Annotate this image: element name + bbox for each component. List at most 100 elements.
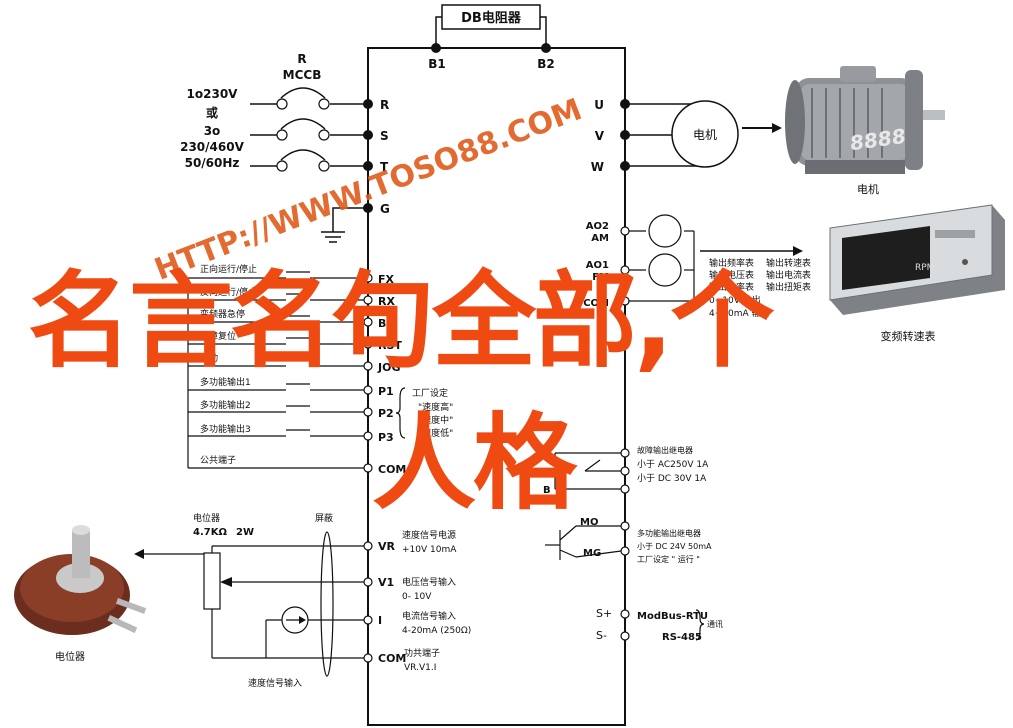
svg-text:输出电压表: 输出电压表 <box>709 269 754 281</box>
svg-text:RS-485: RS-485 <box>662 632 702 643</box>
svg-text:0- 10V: 0- 10V <box>402 592 432 602</box>
meter-fm <box>648 253 682 287</box>
svg-text:多功能输出1: 多功能输出1 <box>200 376 251 388</box>
motor-circle-label: 电机 <box>693 128 717 142</box>
svg-text:BX: BX <box>378 317 395 330</box>
svg-text:3o: 3o <box>204 124 221 138</box>
analog-input-terminals: VR V1 I COM <box>378 540 406 665</box>
motor-label: 电机 <box>857 182 879 196</box>
svg-text:VR: VR <box>378 540 396 553</box>
svg-text:P3: P3 <box>378 431 394 444</box>
svg-text:50/60Hz: 50/60Hz <box>185 156 240 170</box>
db-title: DB电阻器 <box>461 10 522 26</box>
svg-text:小于 DC 30V 1A: 小于 DC 30V 1A <box>637 473 707 484</box>
pot-labels: 电位器 4.7KΩ 2W 屏蔽 速度信号输入 <box>193 512 333 689</box>
terminal-r: R <box>380 98 389 112</box>
svg-text:输出频率表: 输出频率表 <box>709 257 754 269</box>
svg-text:VR.V1.I: VR.V1.I <box>404 663 436 673</box>
svg-text:电压信号输入: 电压信号输入 <box>402 576 456 588</box>
svg-text:故障输出继电器: 故障输出继电器 <box>637 445 693 455</box>
svg-text:A: A <box>543 449 551 460</box>
meter-label: 变频转速表 <box>881 329 936 343</box>
svg-text:通讯: 通讯 <box>707 619 723 629</box>
potentiometer-image <box>14 525 147 635</box>
svg-text:输出扭矩表: 输出扭矩表 <box>766 281 811 293</box>
svg-text:公共端子: 公共端子 <box>200 454 236 466</box>
svg-text:P1: P1 <box>378 385 394 398</box>
analog-input-wiring <box>140 531 364 677</box>
input-labels: 正向运行/停止 反向运行/停止 变频器急停 故障复位 点动 多功能输出1 多功能… <box>200 263 257 466</box>
terminal-u: U <box>594 98 604 112</box>
power-input-lines <box>250 87 368 167</box>
svg-text:COM: COM <box>378 652 406 665</box>
svg-text:S-: S- <box>596 629 607 642</box>
svg-text:C: C <box>543 467 550 478</box>
meter-unit: RPM <box>915 263 934 273</box>
relay-labels: 故障输出继电器 小于 AC250V 1A 小于 DC 30V 1A <box>637 445 709 484</box>
svg-text:"速度中": "速度中" <box>418 414 453 426</box>
svg-text:输出功率表: 输出功率表 <box>709 281 754 293</box>
analog-output-labels: 输出频率表 输出转速表 输出电压表 输出电流表 输出功率表 输出扭矩表 0~10… <box>709 257 811 319</box>
ground-symbol <box>321 207 368 243</box>
svg-text:+10V 10mA: +10V 10mA <box>402 545 457 555</box>
svg-text:输出电流表: 输出电流表 <box>766 269 811 281</box>
svg-text:COM: COM <box>583 298 609 309</box>
rpm-meter-image <box>829 204 1005 315</box>
overlay-heading-line2: 人格 <box>372 402 577 524</box>
svg-text:RX: RX <box>378 295 395 308</box>
breaker-name: MCCB <box>283 68 322 82</box>
mo-labels: 多功能输出继电器 小于 DC 24V 50mA 工厂设定 " 运行 " <box>637 528 712 564</box>
relay-contacts <box>554 452 621 490</box>
terminal-v: V <box>595 129 605 143</box>
svg-text:多功能输出3: 多功能输出3 <box>200 423 251 435</box>
breaker-r-label: R <box>297 52 306 66</box>
terminal-w: W <box>591 160 604 174</box>
svg-text:AM: AM <box>591 233 609 244</box>
input-terminals: FX RX BX RST JOG P1 P2 P3 COM <box>377 273 406 476</box>
svg-text:COM: COM <box>378 463 406 476</box>
svg-text:功共端子: 功共端子 <box>404 647 440 659</box>
terminal-t: T <box>380 160 389 174</box>
svg-text:正向运行/停止: 正向运行/停止 <box>200 263 257 275</box>
svg-text:工厂设定 " 运行 ": 工厂设定 " 运行 " <box>637 554 700 564</box>
digital-input-wiring <box>187 271 366 469</box>
svg-text:MG: MG <box>583 548 601 559</box>
svg-text:速度信号输入: 速度信号输入 <box>248 677 302 689</box>
meter-am <box>648 214 682 248</box>
svg-text:小于 DC 24V 50mA: 小于 DC 24V 50mA <box>637 542 712 551</box>
overlay-heading-line1: 名言名句全部,个 <box>28 260 775 382</box>
svg-text:V1: V1 <box>378 576 394 589</box>
svg-text:电位器: 电位器 <box>193 512 220 524</box>
b2-label: B2 <box>537 57 555 71</box>
svg-text:输出转速表: 输出转速表 <box>766 257 811 269</box>
svg-text:AO1: AO1 <box>586 260 609 271</box>
svg-text:FX: FX <box>378 273 395 286</box>
terminal-g: G <box>380 202 390 216</box>
svg-text:0~10V 输出: 0~10V 输出 <box>709 294 761 306</box>
svg-text:I: I <box>378 614 382 627</box>
svg-text:屏蔽: 屏蔽 <box>315 512 333 524</box>
motor-circle <box>671 100 739 168</box>
svg-text:"速度低": "速度低" <box>418 427 453 439</box>
svg-text:反向运行/停止: 反向运行/停止 <box>200 286 257 298</box>
svg-text:FM: FM <box>592 272 609 283</box>
terminal-s: S <box>380 129 389 143</box>
svg-text:多功能输出继电器: 多功能输出继电器 <box>637 528 701 538</box>
svg-text:或: 或 <box>206 105 218 120</box>
supply-labels: 1o230V 或 3o 230/460V 50/60Hz <box>180 87 244 170</box>
svg-text:4.7KΩ: 4.7KΩ <box>193 527 227 538</box>
svg-text:P2: P2 <box>378 407 394 420</box>
svg-text:JOG: JOG <box>377 361 400 374</box>
svg-text:4-20mA (250Ω): 4-20mA (250Ω) <box>402 626 471 636</box>
motor-output-wiring <box>625 103 700 167</box>
svg-text:B: B <box>543 485 551 496</box>
pot-image-label: 电位器 <box>55 650 85 663</box>
svg-text:S+: S+ <box>596 607 612 620</box>
svg-text:多功能输出2: 多功能输出2 <box>200 399 251 411</box>
svg-text:电流信号输入: 电流信号输入 <box>402 610 456 622</box>
svg-text:1o230V: 1o230V <box>187 87 239 101</box>
svg-text:4~20mA 输出: 4~20mA 输出 <box>709 307 770 319</box>
svg-text:230/460V: 230/460V <box>180 140 244 154</box>
svg-text:"速度高": "速度高" <box>418 401 453 413</box>
b1-label: B1 <box>428 57 446 71</box>
